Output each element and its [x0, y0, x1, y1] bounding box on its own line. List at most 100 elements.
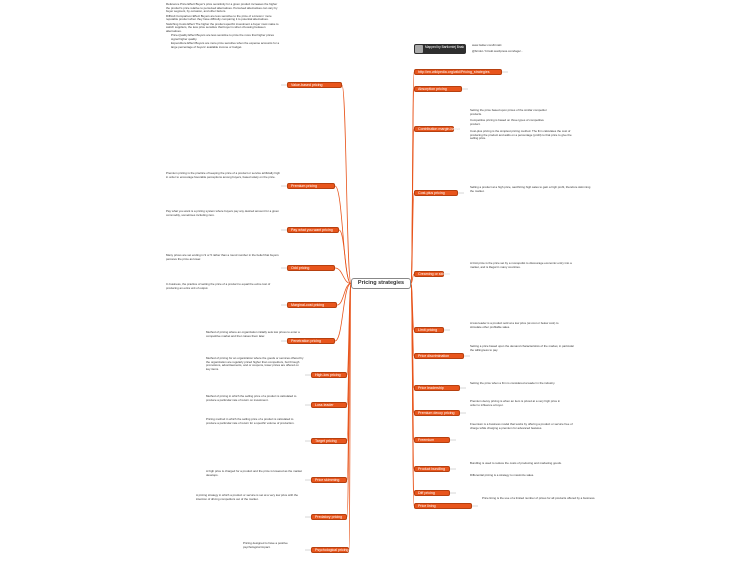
- branch-price-leadership[interactable]: Price leadership: [414, 385, 460, 391]
- branch-creaming-or-skimming[interactable]: Creaming or skimming: [414, 271, 454, 277]
- branch-penetration-pricing[interactable]: Penetration pricing: [287, 338, 335, 344]
- author-badge[interactable]: Mapped by Bartlomiej Bnak: [414, 44, 466, 54]
- note-premium-decoy: Premium decoy pricing is when an item is…: [470, 399, 561, 407]
- note-loss-leader-right: A loss leader is a product sold at a low…: [470, 321, 559, 329]
- branch-label: Psychological pricing: [315, 548, 349, 552]
- branch-contribution-margin-pricing[interactable]: Contribution margin-based pricing: [414, 126, 472, 132]
- branch-label: Price discrimination: [418, 354, 450, 358]
- branch-premium-pricing[interactable]: Premium pricing: [287, 183, 335, 189]
- branch-value-based-pricing[interactable]: Value-based pricing: [287, 82, 342, 88]
- branch-absorption-pricing[interactable]: Absorption pricing: [414, 86, 462, 92]
- note-absorption-1: Setting the price based upon prices of t…: [470, 108, 547, 116]
- branch-label: Absorption pricing: [418, 87, 447, 91]
- avatar: [415, 45, 423, 53]
- branch-label: Pay what you want pricing: [291, 228, 333, 232]
- branch-high-low-pricing[interactable]: High-low pricing: [311, 372, 347, 378]
- note-price-lining: Price lining is the use of a limited num…: [482, 496, 596, 500]
- note-cost-plus: Cost-plus pricing is the simplest pricin…: [470, 129, 572, 141]
- note-predatory-pricing: A pricing strategy in which a product or…: [196, 493, 299, 501]
- branch-line: [410, 283, 415, 507]
- branch-price-discrimination[interactable]: Price discrimination: [414, 353, 464, 359]
- branch-target-pricing[interactable]: Target pricing: [311, 438, 347, 444]
- branch-pay-what-you-want[interactable]: Pay what you want pricing: [287, 227, 339, 233]
- note-sub-paragraph: Price-Quality Effect Buyers are less sen…: [171, 33, 274, 41]
- branch-label: Premium decoy pricing: [418, 411, 455, 415]
- branch-label: Loss leader: [315, 403, 334, 407]
- note-bundling: Bundling is used to reduce the costs of …: [470, 461, 562, 465]
- branch-label: Price lining: [418, 504, 436, 508]
- branch-label: Value-based pricing: [291, 83, 323, 87]
- branch-premium-decoy-pricing[interactable]: Premium decoy pricing: [414, 410, 460, 416]
- note-sub-paragraph: Expenditure Effect Buyers are more price…: [171, 41, 280, 49]
- note-price-skimming: A high price is charged for a product an…: [206, 469, 302, 477]
- branch-label: Limit pricing: [418, 328, 438, 332]
- branch-line: [410, 273, 415, 284]
- branch-line: [334, 267, 352, 284]
- branch-line: [334, 283, 352, 342]
- branch-line: [341, 84, 352, 284]
- branch-price-lining[interactable]: Price lining: [414, 503, 472, 509]
- note-absorption-2: Competitive pricing is based on three ty…: [470, 118, 544, 126]
- note-marginal-cost: In business, the practice of setting the…: [166, 282, 271, 290]
- note-high-low: Method of pricing for an organization wh…: [206, 356, 304, 371]
- branch-line: [348, 283, 352, 551]
- note-loss-leader: Method of pricing in which the selling p…: [206, 394, 297, 402]
- branch-line-group: [281, 71, 508, 551]
- branch-label: Predatory pricing: [315, 515, 343, 519]
- central-topic-label: Pricing strategies: [357, 280, 405, 286]
- note-price-leadership: Setting the price when a firm is conside…: [470, 381, 556, 385]
- note-paragraph: Switching Costs Effect The higher the pr…: [166, 21, 279, 33]
- note-price-discrimination: Setting a price based upon the demand ch…: [470, 344, 574, 352]
- branch-label: High-low pricing: [315, 373, 341, 377]
- branch-diff-pricing[interactable]: Diff pricing: [414, 490, 450, 496]
- wikipedia-link-node[interactable]: http://en.wikipedia.org/wiki/Pricing_str…: [414, 69, 502, 75]
- note-creaming-skimming: Selling a product at a high price, sacri…: [470, 185, 591, 193]
- branch-label: Product bundling: [418, 467, 445, 471]
- branch-label: Contribution margin-based pricing: [418, 127, 472, 131]
- note-value-based-pricing: Reference Price Effect Buyer's price sen…: [166, 2, 280, 50]
- branch-predatory-pricing[interactable]: Predatory pricing: [311, 514, 347, 520]
- central-topic[interactable]: Pricing strategies: [351, 278, 411, 289]
- branch-label: Diff pricing: [418, 491, 435, 495]
- note-psychological-pricing: Pricing designed to have a positive psyc…: [243, 541, 288, 549]
- branch-line: [410, 192, 415, 284]
- branch-line: [336, 283, 352, 306]
- branch-freemium[interactable]: Freemium: [414, 437, 450, 443]
- note-freemium: Freemium is a business model that works …: [470, 422, 573, 430]
- branch-loss-leader[interactable]: Loss leader: [311, 402, 347, 408]
- branch-label: Marginal-cost pricing: [291, 303, 325, 307]
- note-premium-pricing: Premium pricing is the practice of keepi…: [166, 171, 280, 179]
- note-paragraph: Difficult Comparison Effect Buyers are l…: [166, 13, 272, 22]
- note-penetration: Method of pricing where an organization …: [206, 330, 300, 338]
- branch-label: Target pricing: [315, 439, 337, 443]
- branch-cost-plus-pricing[interactable]: Cost-plus pricing: [414, 190, 458, 196]
- branch-price-skimming[interactable]: Price skimming: [311, 477, 347, 483]
- note-target-pricing: Pricing method in which the selling pric…: [206, 417, 295, 425]
- note-paragraph: Reference Price Effect Buyer's price sen…: [166, 2, 278, 14]
- note-odd-pricing: Many prices are set ending in 9 or 5 rat…: [166, 253, 279, 261]
- note-pay-what-you-want: Pay what you want is a pricing system wh…: [166, 209, 279, 217]
- twitter-link-2[interactable]: @brnskt / brnskt.wordpress.com/tags/...: [472, 49, 523, 53]
- note-diff-pricing: Differential pricing is a strategy to ma…: [470, 473, 535, 477]
- branch-label: Price leadership: [418, 386, 444, 390]
- branch-limit-pricing[interactable]: Limit pricing: [414, 327, 444, 333]
- twitter-link-1[interactable]: www.twitter.com/brnskt: [472, 43, 502, 47]
- wikipedia-link-text: http://en.wikipedia.org/wiki/Pricing_str…: [418, 70, 490, 74]
- branch-label: Cost-plus pricing: [418, 191, 445, 195]
- branch-label: Odd pricing: [291, 266, 310, 270]
- branch-product-bundling[interactable]: Product bundling: [414, 466, 450, 472]
- branch-label: Price skimming: [315, 478, 340, 482]
- branch-label: Penetration pricing: [291, 339, 321, 343]
- branch-odd-pricing[interactable]: Odd pricing: [287, 265, 335, 271]
- branch-label: Creaming or skimming: [418, 272, 454, 276]
- branch-psychological-pricing[interactable]: Psychological pricing: [311, 547, 349, 553]
- branch-line: [346, 283, 352, 518]
- branch-label: Freemium: [418, 438, 435, 442]
- branch-line: [338, 229, 352, 284]
- note-limit-pricing: A limit price is the price set by a mono…: [470, 261, 572, 269]
- branch-marginal-cost-pricing[interactable]: Marginal-cost pricing: [287, 302, 337, 308]
- author-name: Mapped by Bartlomiej Bnak: [425, 44, 464, 49]
- branch-label: Premium pricing: [291, 184, 317, 188]
